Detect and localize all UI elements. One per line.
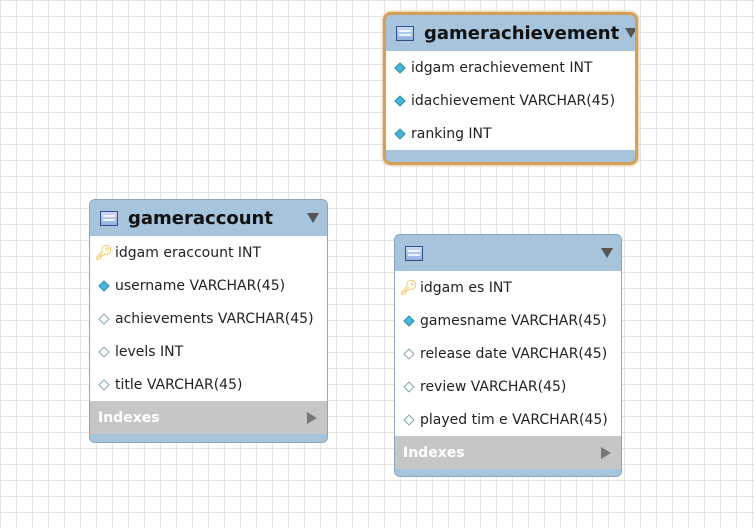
table-games[interactable]: 🔑︎ idgam es INT gamesname VARCHAR(45) re…: [394, 234, 622, 477]
diamond-hollow-icon: [98, 312, 110, 325]
column-label: release date VARCHAR(45): [420, 345, 608, 362]
column-label: idgam eraccount INT: [115, 244, 262, 261]
column-row[interactable]: username VARCHAR(45): [90, 269, 327, 302]
diamond-hollow-icon: [403, 380, 415, 393]
column-row[interactable]: idachievement VARCHAR(45): [386, 84, 635, 117]
collapse-caret-icon[interactable]: [307, 213, 319, 223]
column-row[interactable]: gamesname VARCHAR(45): [395, 304, 621, 337]
diamond-filled-icon: [98, 279, 110, 292]
primary-key-icon: 🔑︎: [95, 244, 113, 261]
column-label: levels INT: [115, 343, 184, 360]
column-row[interactable]: ranking INT: [386, 117, 635, 150]
indexes-section[interactable]: Indexes: [395, 436, 621, 469]
diamond-hollow-icon: [403, 413, 415, 426]
diamond-hollow-icon: [98, 345, 110, 358]
column-row[interactable]: idgam erachievement INT: [386, 51, 635, 84]
indexes-section[interactable]: Indexes: [90, 401, 327, 434]
table-header[interactable]: gamerachievement: [386, 15, 635, 51]
column-row[interactable]: played tim e VARCHAR(45): [395, 403, 621, 436]
column-row[interactable]: 🔑︎ idgam eraccount INT: [90, 236, 327, 269]
primary-key-icon: 🔑︎: [400, 279, 418, 296]
table-icon: [405, 245, 423, 261]
table-header[interactable]: gameraccount: [90, 200, 327, 236]
column-list: 🔑︎ idgam es INT gamesname VARCHAR(45) re…: [395, 271, 621, 436]
column-list: 🔑︎ idgam eraccount INT username VARCHAR(…: [90, 236, 327, 401]
column-row[interactable]: 🔑︎ idgam es INT: [395, 271, 621, 304]
table-icon: [396, 25, 414, 41]
table-gamerachievement[interactable]: gamerachievement idgam erachievement INT…: [383, 12, 638, 165]
diamond-filled-icon: [394, 127, 406, 140]
column-row[interactable]: levels INT: [90, 335, 327, 368]
column-label: review VARCHAR(45): [420, 378, 567, 395]
expand-arrow-icon[interactable]: [601, 446, 611, 459]
indexes-label: Indexes: [98, 409, 160, 426]
collapse-caret-icon[interactable]: [625, 28, 635, 38]
column-label: played tim e VARCHAR(45): [420, 411, 608, 428]
column-row[interactable]: title VARCHAR(45): [90, 368, 327, 401]
column-label: idachievement VARCHAR(45): [411, 92, 616, 109]
collapse-caret-icon[interactable]: [601, 248, 613, 258]
table-footer: [90, 434, 327, 442]
diamond-hollow-icon: [98, 378, 110, 391]
table-footer: [386, 150, 635, 160]
diamond-filled-icon: [394, 94, 406, 107]
column-label: gamesname VARCHAR(45): [420, 312, 607, 329]
column-list: idgam erachievement INT idachievement VA…: [386, 51, 635, 150]
column-row[interactable]: release date VARCHAR(45): [395, 337, 621, 370]
indexes-label: Indexes: [403, 444, 465, 461]
diamond-hollow-icon: [403, 347, 415, 360]
table-gameraccount[interactable]: gameraccount 🔑︎ idgam eraccount INT user…: [89, 199, 328, 443]
diamond-filled-icon: [403, 314, 415, 327]
table-icon: [100, 210, 118, 226]
column-label: idgam erachievement INT: [411, 59, 593, 76]
column-label: idgam es INT: [420, 279, 512, 296]
table-footer: [395, 469, 621, 476]
column-row[interactable]: review VARCHAR(45): [395, 370, 621, 403]
column-label: title VARCHAR(45): [115, 376, 243, 393]
expand-arrow-icon[interactable]: [307, 411, 317, 424]
table-title: gameraccount: [128, 207, 273, 229]
diamond-filled-icon: [394, 61, 406, 74]
column-label: achievements VARCHAR(45): [115, 310, 314, 327]
table-title: gamerachievement: [424, 22, 620, 44]
column-row[interactable]: achievements VARCHAR(45): [90, 302, 327, 335]
table-header[interactable]: [395, 235, 621, 271]
column-label: username VARCHAR(45): [115, 277, 286, 294]
column-label: ranking INT: [411, 125, 492, 142]
